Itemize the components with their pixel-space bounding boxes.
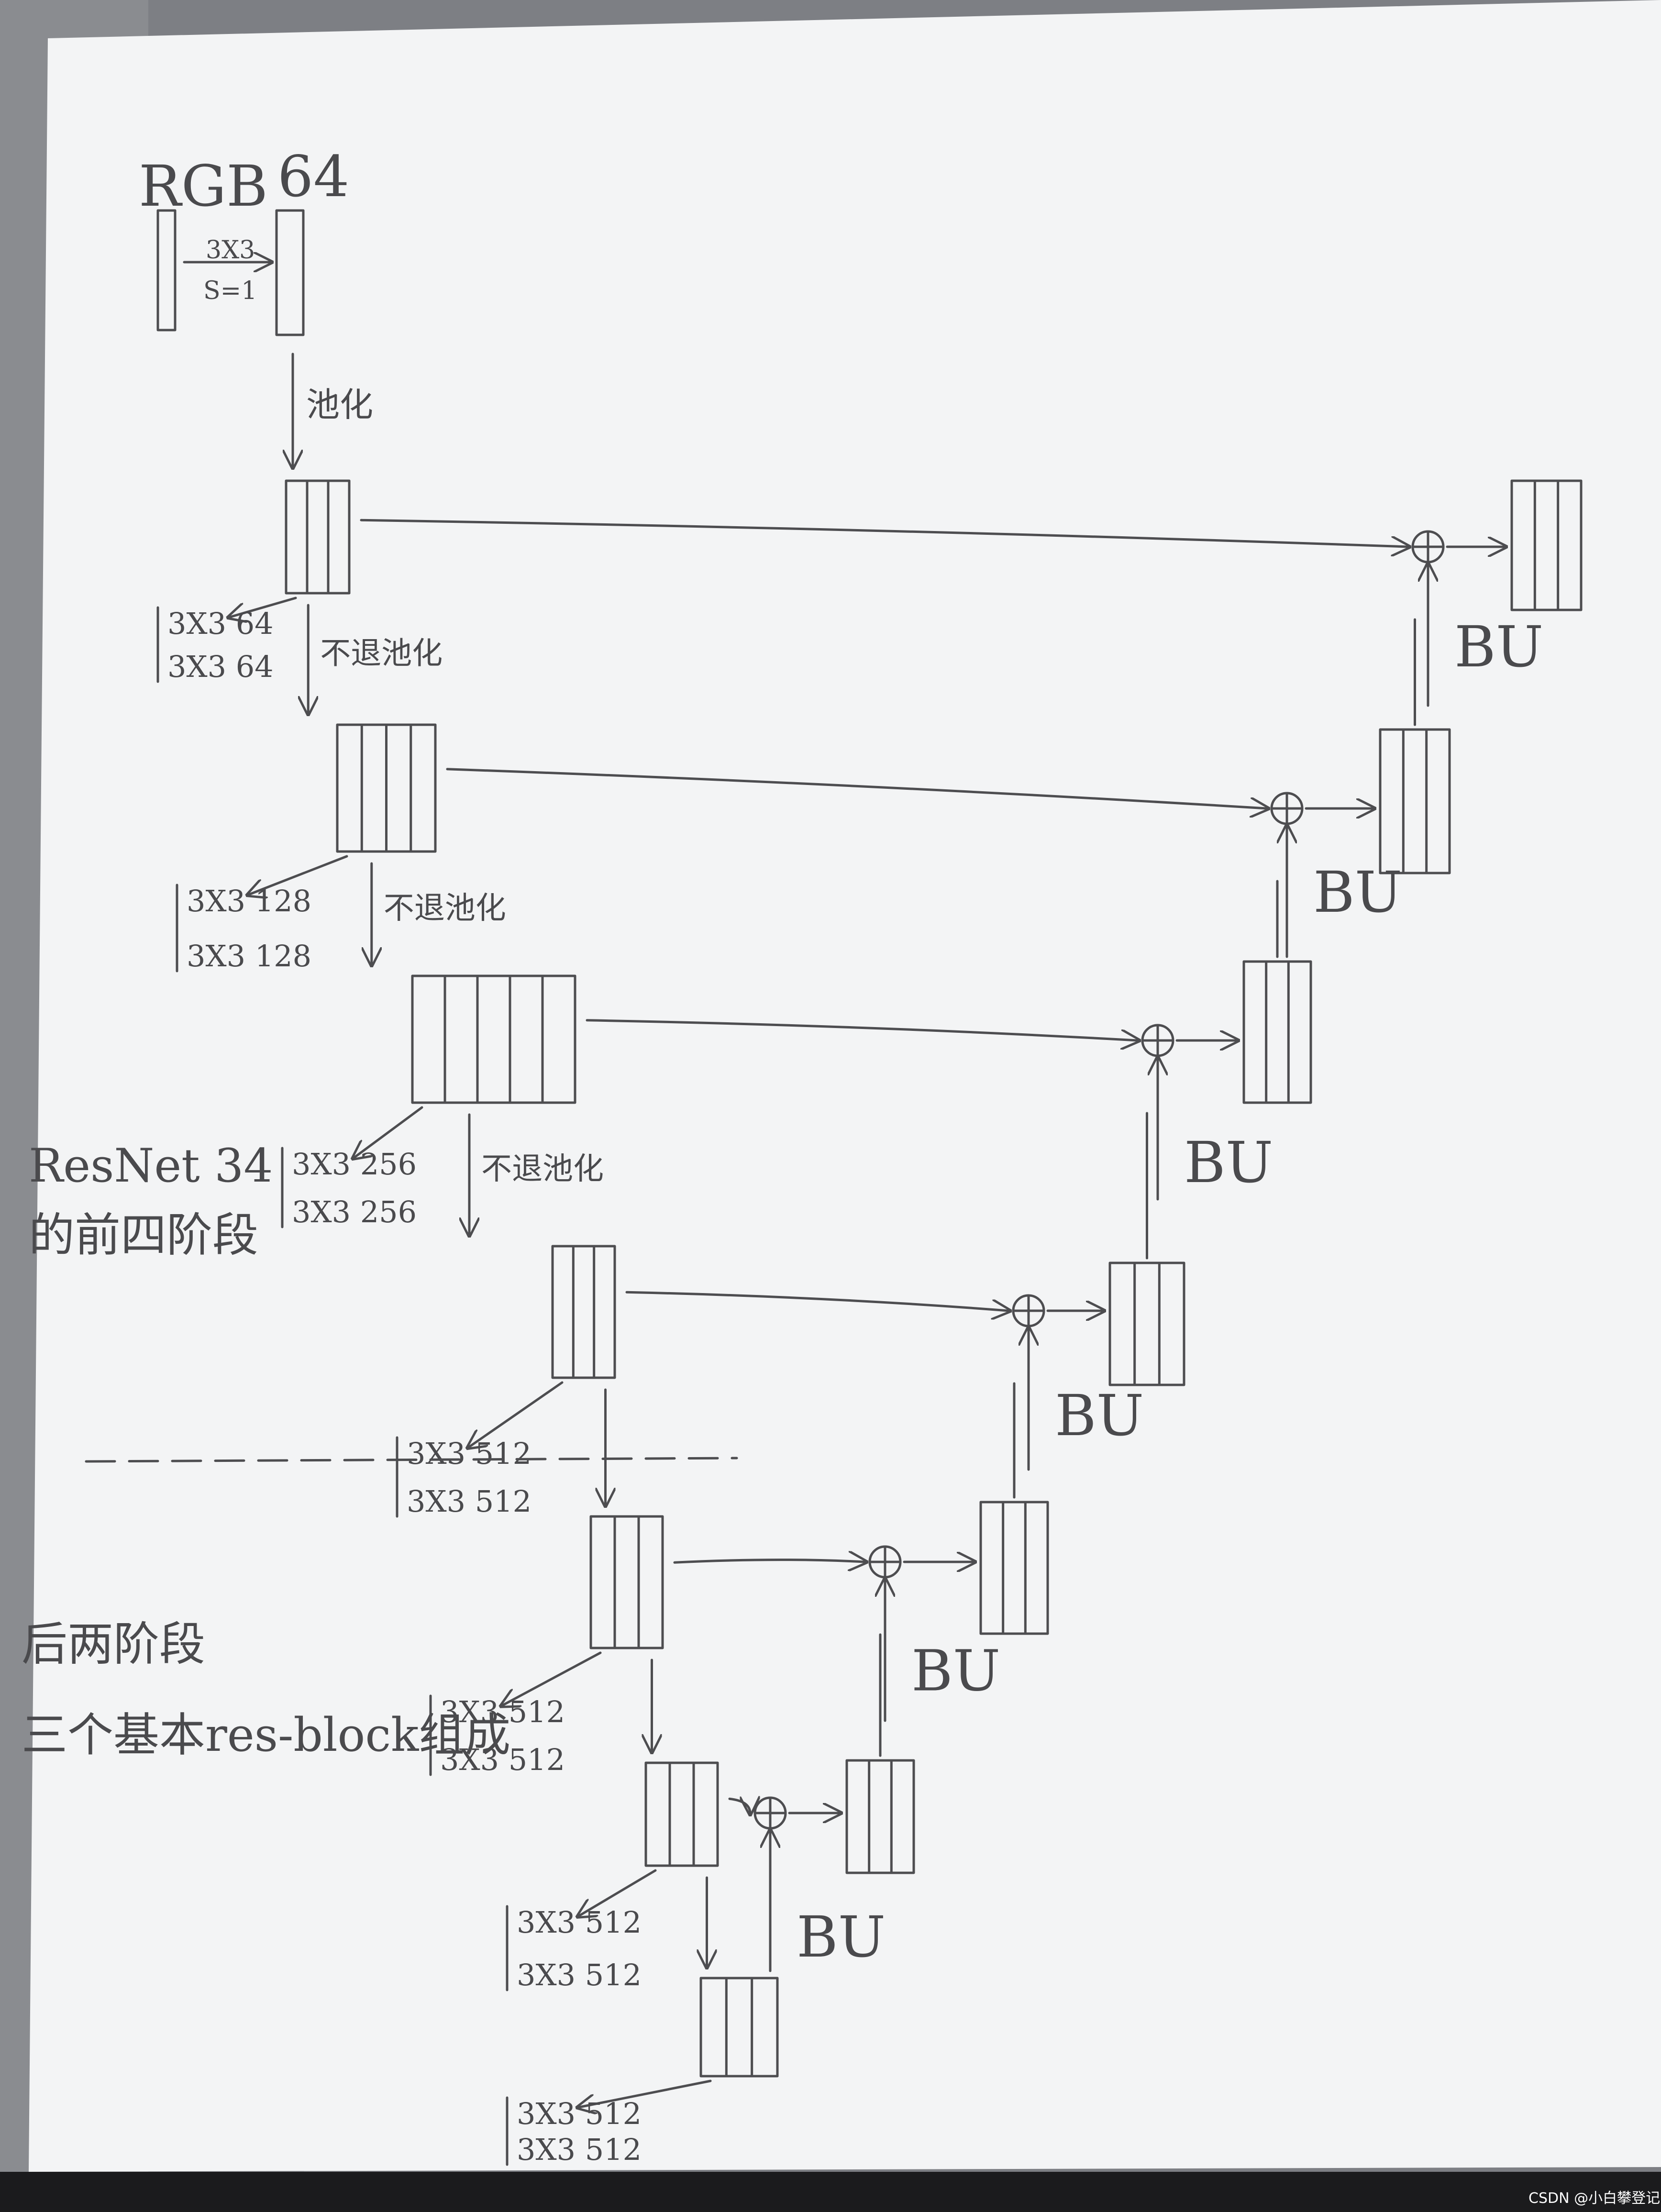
- stem-channels-label: 64: [277, 144, 349, 210]
- conv-label-2: 3X3 64: [167, 649, 274, 684]
- decoder-block-4: [1242, 960, 1312, 1104]
- bottom-shadow: [0, 2172, 1661, 2212]
- encoder-block-1: [285, 479, 351, 595]
- conv-branch-arrow: [469, 1381, 564, 1447]
- encoder-block-7: [699, 1977, 779, 2078]
- skip-connection-arrow: [446, 768, 1267, 808]
- conv-label-1: 3X3 64: [167, 606, 274, 641]
- conv-branch-arrow: [354, 1106, 423, 1158]
- encoder-block-2: [336, 723, 437, 853]
- conv-label-1: 3X3 512: [517, 2096, 642, 2131]
- encoder-block-5: [589, 1515, 664, 1649]
- conv-label-1: 3X3 512: [440, 1694, 565, 1729]
- rgb-label: RGB: [139, 153, 268, 219]
- stem-block: RGB 64 3X3 S=1 池化: [139, 144, 373, 466]
- resnet-note-line1: ResNet 34: [29, 1139, 273, 1193]
- conv-label-1: 3X3 512: [407, 1436, 532, 1471]
- conv-label-1: 3X3 128: [187, 884, 311, 918]
- add-node: [1411, 530, 1445, 564]
- encoder-block-4: [551, 1245, 616, 1379]
- skip-connection-arrow: [586, 1019, 1138, 1040]
- upsample-label: BU: [1454, 614, 1543, 680]
- conv-label-2: 3X3 512: [440, 1742, 565, 1777]
- conv-label-2: 3X3 512: [517, 2132, 642, 2167]
- pool-label: 不退池化: [481, 1151, 604, 1187]
- encoder-block-3: [411, 974, 576, 1104]
- conv-branch-arrow: [230, 597, 297, 617]
- upsample-label: BU: [1055, 1382, 1144, 1449]
- conv-label-2: 3X3 256: [292, 1194, 417, 1229]
- decoder-block-2: [979, 1501, 1049, 1635]
- skip-connections: [360, 519, 1408, 1813]
- conv-branch-arrow: [579, 2079, 712, 2107]
- decoder-block-1: [845, 1759, 915, 1874]
- encoder: 3X3 64 3X3 64 不退池化 3X3 128 3X3 128 不退池化 3X3 25…: [156, 479, 779, 2167]
- later-stages-note-line2: 三个基本res-block组成: [22, 1708, 510, 1762]
- skip-connection-arrow: [360, 519, 1408, 547]
- add-node: [1141, 1024, 1174, 1057]
- pool-label: 不退池化: [384, 891, 506, 926]
- decoder-block-3: [1108, 1261, 1185, 1386]
- upsample-label: BU: [1184, 1129, 1273, 1195]
- upsample-label: BU: [797, 1904, 886, 1970]
- paper-sheet: [29, 0, 1661, 2172]
- skip-connection-arrow: [673, 1560, 865, 1563]
- conv-label-2: 3X3 128: [187, 939, 311, 973]
- upsample-label: BU: [911, 1637, 1000, 1703]
- stem-stride-label: S=1: [203, 276, 257, 305]
- decoder: BU BU BU BU BU BU: [753, 479, 1583, 1972]
- skip-connection-arrow: [625, 1291, 1008, 1311]
- conv-label-2: 3X3 512: [517, 1958, 642, 1992]
- conv-branch-arrow: [502, 1651, 602, 1705]
- add-node: [753, 1796, 787, 1830]
- stem-pool-label: 池化: [306, 385, 373, 424]
- conv-label-1: 3X3 512: [517, 1905, 642, 1940]
- conv-branch-arrow: [249, 855, 348, 895]
- add-node: [868, 1545, 902, 1579]
- add-node: [1270, 792, 1304, 825]
- rgb-input-bar: [156, 209, 177, 332]
- later-stages-note-line1: 后两阶段: [22, 1617, 205, 1671]
- decoder-block-5: [1379, 728, 1451, 874]
- resnet-note-line2: 的前四阶段: [29, 1208, 258, 1262]
- upsample-label: BU: [1313, 859, 1402, 925]
- stage-separator-line: [85, 1457, 738, 1463]
- decoder-block-6: [1510, 479, 1583, 611]
- stem-feature-bar: [275, 209, 305, 336]
- conv-label-1: 3X3 256: [292, 1147, 417, 1182]
- skip-connection-arrow: [728, 1799, 750, 1813]
- conv-label-2: 3X3 512: [407, 1484, 532, 1519]
- conv-branch-arrow: [579, 1869, 657, 1916]
- stem-kernel-label: 3X3: [206, 236, 255, 265]
- add-node: [1012, 1294, 1045, 1327]
- watermark: CSDN @小白攀登记: [1528, 2190, 1660, 2207]
- encoder-block-6: [644, 1761, 719, 1867]
- pool-label: 不退池化: [320, 636, 443, 672]
